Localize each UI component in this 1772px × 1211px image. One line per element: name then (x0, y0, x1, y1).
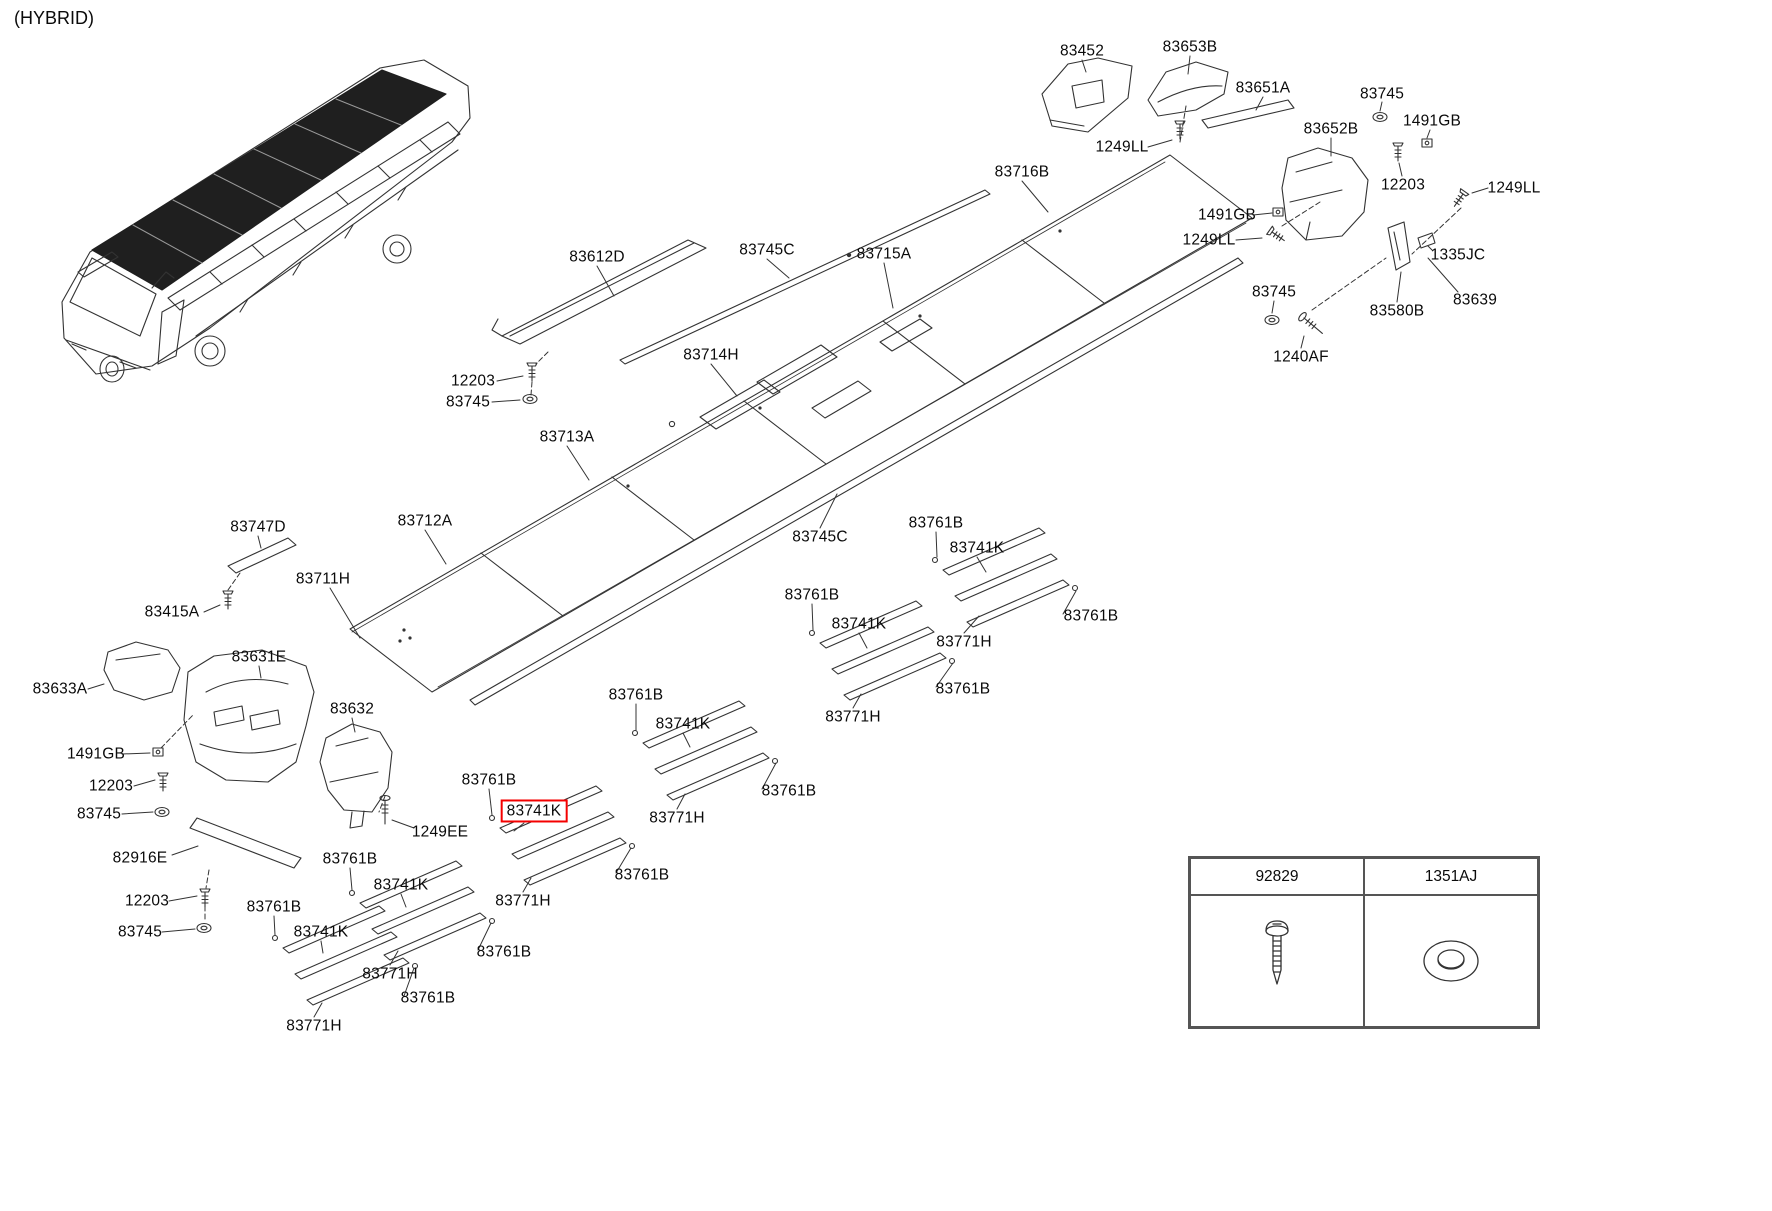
part-label[interactable]: 83771H (936, 633, 992, 651)
part-label[interactable]: 83771H (649, 809, 705, 827)
part-label[interactable]: 83771H (362, 965, 418, 983)
rail-strip-sets (273, 528, 1078, 1005)
part-label[interactable]: 83771H (286, 1017, 342, 1035)
part-label[interactable]: 83632 (329, 700, 375, 718)
part-label[interactable]: 83745 (117, 923, 163, 941)
fasteners (152, 111, 1470, 934)
diagram-variant-label: (HYBRID) (14, 8, 94, 28)
part-label[interactable]: 83761B (614, 866, 670, 884)
part-label[interactable]: 83741K (373, 876, 429, 894)
part-label[interactable]: 1249LL (1095, 138, 1149, 156)
part-label[interactable]: 83761B (935, 680, 991, 698)
table-cell-grommet (1364, 895, 1538, 1027)
part-label[interactable]: 83716B (994, 163, 1050, 181)
part-label[interactable]: 83761B (246, 898, 302, 916)
part-label[interactable]: 83771H (495, 892, 551, 910)
part-label[interactable]: 83761B (400, 989, 456, 1007)
fastener-reference-table: 92829 1351AJ (1188, 856, 1540, 1029)
grommet-icon (1372, 111, 1388, 123)
screw-icon (222, 590, 234, 610)
screw-icon (1449, 188, 1470, 210)
part-label[interactable]: 83761B (476, 943, 532, 961)
part-label[interactable]: 82916E (112, 849, 168, 867)
screw-icon (157, 772, 169, 792)
part-label[interactable]: 83761B (908, 514, 964, 532)
grommet-icon (1264, 314, 1280, 326)
tapping-screw-icon (1265, 920, 1289, 985)
part-label[interactable]: 12203 (88, 777, 134, 795)
part-label[interactable]: 1249EE (411, 823, 469, 841)
bus-illustration (61, 59, 471, 383)
grommet-icon (1423, 940, 1479, 982)
part-label[interactable]: 83633A (32, 680, 88, 698)
part-label[interactable]: 83745 (1359, 85, 1405, 103)
bolt-icon (379, 794, 391, 825)
part-label[interactable]: 1491GB (66, 745, 126, 763)
grommet-icon (522, 393, 538, 405)
part-label[interactable]: 83712A (397, 512, 453, 530)
part-label[interactable]: 83741K (949, 539, 1005, 557)
part-label[interactable]: 83761B (761, 782, 817, 800)
part-label[interactable]: 83761B (608, 686, 664, 704)
part-label[interactable]: 83452 (1059, 42, 1105, 60)
front-corner-parts (103, 641, 393, 829)
part-label[interactable]: 83651A (1235, 79, 1291, 97)
part-label[interactable]: 83741K (293, 923, 349, 941)
part-label[interactable]: 83652B (1303, 120, 1359, 138)
part-label[interactable]: 83580B (1369, 302, 1425, 320)
part-label[interactable]: 83612D (569, 248, 625, 266)
table-cell-screw (1190, 895, 1364, 1027)
nut-icon (1421, 138, 1433, 148)
part-label[interactable]: 83714H (683, 346, 739, 364)
part-label[interactable]: 83713A (539, 428, 595, 446)
part-label[interactable]: 83715A (856, 245, 912, 263)
nut-icon (1272, 207, 1284, 217)
part-label[interactable]: 12203 (124, 892, 170, 910)
part-label[interactable]: 83741K (655, 715, 711, 733)
part-label[interactable]: 83745 (445, 393, 491, 411)
bolt-icon (1296, 310, 1327, 338)
grommet-icon (196, 922, 212, 934)
part-label[interactable]: 1491GB (1402, 112, 1462, 130)
part-label[interactable]: 1335JC (1430, 246, 1486, 264)
part-label[interactable]: 83745 (1251, 283, 1297, 301)
part-label[interactable]: 1249LL (1182, 231, 1236, 249)
part-label[interactable]: 1491GB (1197, 206, 1257, 224)
roof-panel-assembly (349, 154, 1253, 693)
part-label[interactable]: 83761B (1063, 607, 1119, 625)
part-label[interactable]: 83761B (322, 850, 378, 868)
screw-icon (199, 888, 211, 908)
part-label[interactable]: 83745 (76, 805, 122, 823)
screw-icon (1266, 225, 1288, 246)
part-label[interactable]: 1240AF (1273, 348, 1329, 366)
part-label[interactable]: 12203 (1380, 176, 1426, 194)
part-label[interactable]: 12203 (450, 372, 496, 390)
part-label[interactable]: 83741K (831, 615, 887, 633)
part-label[interactable]: 83653B (1162, 38, 1218, 56)
part-label-highlighted[interactable]: 83741K (500, 799, 568, 823)
roof-rail-strips (189, 189, 1244, 869)
part-label[interactable]: 83747D (230, 518, 286, 536)
part-label[interactable]: 83761B (461, 771, 517, 789)
part-label[interactable]: 83631E (231, 648, 287, 666)
part-label[interactable]: 83745C (792, 528, 848, 546)
part-label[interactable]: 83639 (1452, 291, 1498, 309)
part-label[interactable]: 1249LL (1487, 179, 1541, 197)
rear-corner-parts (1041, 57, 1436, 271)
table-header-1351aj: 1351AJ (1364, 858, 1538, 895)
part-label[interactable]: 83711H (295, 570, 351, 588)
screw-icon (526, 362, 538, 382)
screw-icon (1392, 142, 1404, 162)
grommet-icon (154, 806, 170, 818)
leader-lines (87, 55, 1489, 1018)
part-label[interactable]: 83761B (784, 586, 840, 604)
assembly-dash-lines (160, 105, 1462, 923)
nut-icon (152, 747, 164, 757)
part-label[interactable]: 83415A (144, 603, 200, 621)
part-label[interactable]: 83771H (825, 708, 881, 726)
part-label[interactable]: 83745C (739, 241, 795, 259)
table-header-92829: 92829 (1190, 858, 1364, 895)
